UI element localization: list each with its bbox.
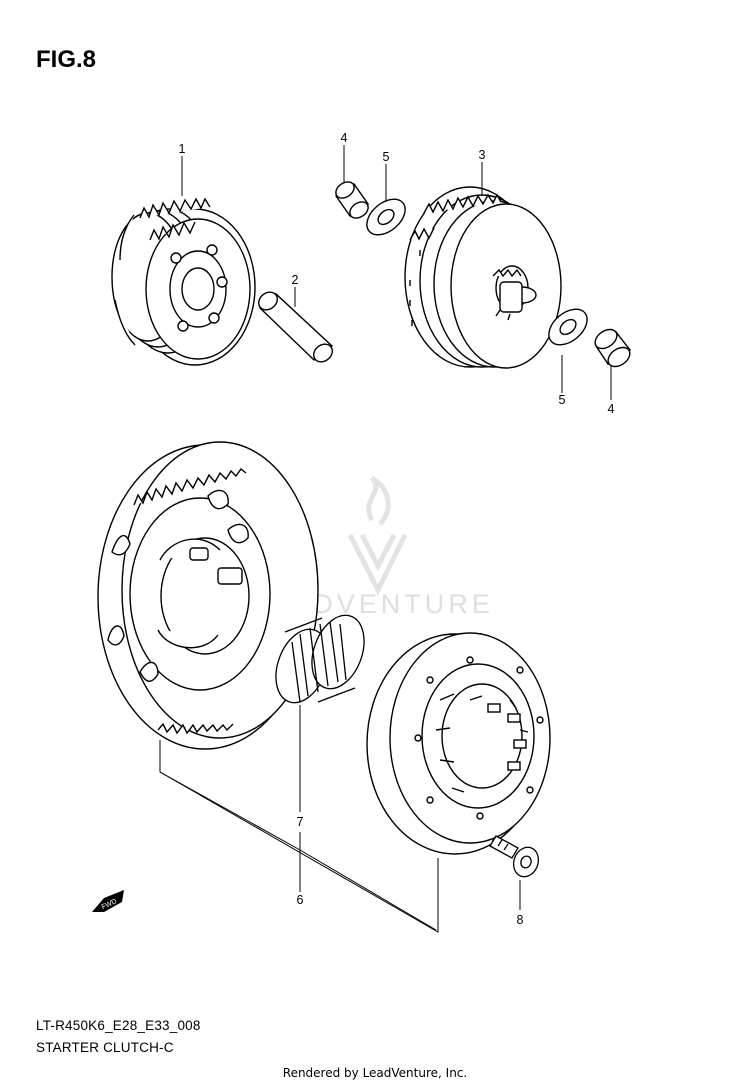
callout-5-right: 5 (559, 393, 566, 407)
figure-name: STARTER CLUTCH-C (36, 1040, 174, 1055)
rendered-by-credit: Rendered by LeadVenture, Inc. (282, 1066, 468, 1080)
callout-numbers: 1 2 3 4 5 5 4 7 6 8 (179, 131, 615, 927)
flame-v-logo-icon (347, 475, 408, 596)
part-2-shaft (258, 291, 334, 363)
callout-4-right: 4 (608, 402, 615, 416)
part-4-bushing-right (594, 328, 632, 368)
part-7-needle-bearing (275, 614, 365, 704)
part-5-washer-top (366, 198, 406, 236)
part-starter-clutch (366, 632, 551, 855)
callout-5-top: 5 (383, 150, 390, 164)
part-4-bushing-top (335, 181, 369, 219)
part-1-gear (111, 197, 256, 366)
part-5-washer-right (548, 308, 588, 346)
part-large-gear (97, 441, 319, 750)
leader-lines (159, 145, 612, 933)
part-3-drum (404, 186, 562, 369)
callout-4-top: 4 (341, 131, 348, 145)
callout-2: 2 (292, 273, 299, 287)
figure-code: LT-R450K6_E28_E33_008 (36, 1018, 201, 1033)
callout-6: 6 (297, 893, 304, 907)
callout-8: 8 (517, 913, 524, 927)
part-8-bolt (489, 835, 540, 878)
callout-1: 1 (179, 142, 186, 156)
fwd-arrow-icon: FWD (92, 890, 124, 912)
figure-title: FIG.8 (36, 46, 97, 73)
callout-7: 7 (297, 815, 304, 829)
callout-3: 3 (479, 148, 486, 162)
